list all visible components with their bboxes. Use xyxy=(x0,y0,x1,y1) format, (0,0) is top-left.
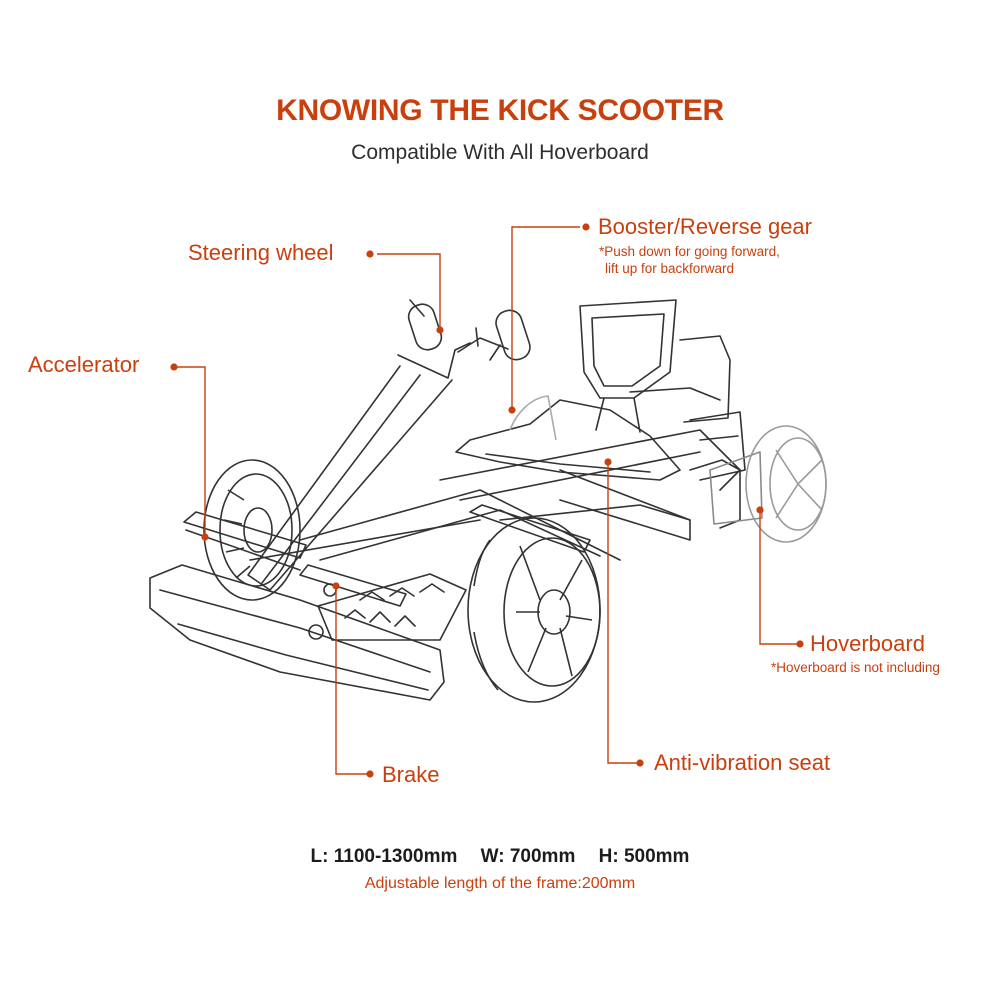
label-hoverboard: Hoverboard xyxy=(810,631,925,656)
label-accelerator: Accelerator xyxy=(28,352,140,377)
label-steering-wheel: Steering wheel xyxy=(188,240,334,265)
booster-leader xyxy=(511,226,580,410)
seat-leader xyxy=(607,462,640,764)
rear-left-wheel xyxy=(509,395,557,441)
label-brake: Brake xyxy=(382,762,440,787)
hoverboard xyxy=(709,451,763,525)
accelerator-leader xyxy=(177,366,206,535)
label-anti-vibration-seat: Anti-vibration seat xyxy=(654,750,831,775)
pedals xyxy=(185,529,407,640)
label-booster-reverse-gear: Booster/Reverse gear xyxy=(598,214,812,239)
booster-note-line-2: lift up for backforward xyxy=(605,261,735,276)
page-title: KNOWING THE KICK SCOOTER xyxy=(276,94,724,127)
page-subtitle: Compatible With All Hoverboard xyxy=(351,141,649,164)
dimension-height: H: 500mm xyxy=(598,846,690,867)
dimension-width: W: 700mm xyxy=(480,846,576,867)
dimensions-line: L: 1100-1300mm W: 700mm H: 500mm xyxy=(0,846,1000,868)
chassis-frame xyxy=(249,429,741,561)
hoverboard-leader xyxy=(759,510,798,645)
dimension-length: L: 1100-1300mm xyxy=(310,846,458,867)
steering-wheel-leader xyxy=(377,253,441,328)
rear-hoverboard-wheel xyxy=(745,425,827,543)
steering-column xyxy=(247,299,531,591)
booster-note-line-1: *Push down for going forward, xyxy=(599,244,780,259)
floor-plate xyxy=(317,573,467,641)
front-bumper xyxy=(149,564,445,701)
front-right-wheel xyxy=(467,517,601,703)
adjustable-length-note: Adjustable length of the frame:200mm xyxy=(364,875,636,892)
front-left-wheel xyxy=(203,459,301,601)
hoverboard-note: *Hoverboard is not including xyxy=(771,660,940,675)
rear-section xyxy=(559,411,746,541)
brake-leader xyxy=(335,586,368,775)
